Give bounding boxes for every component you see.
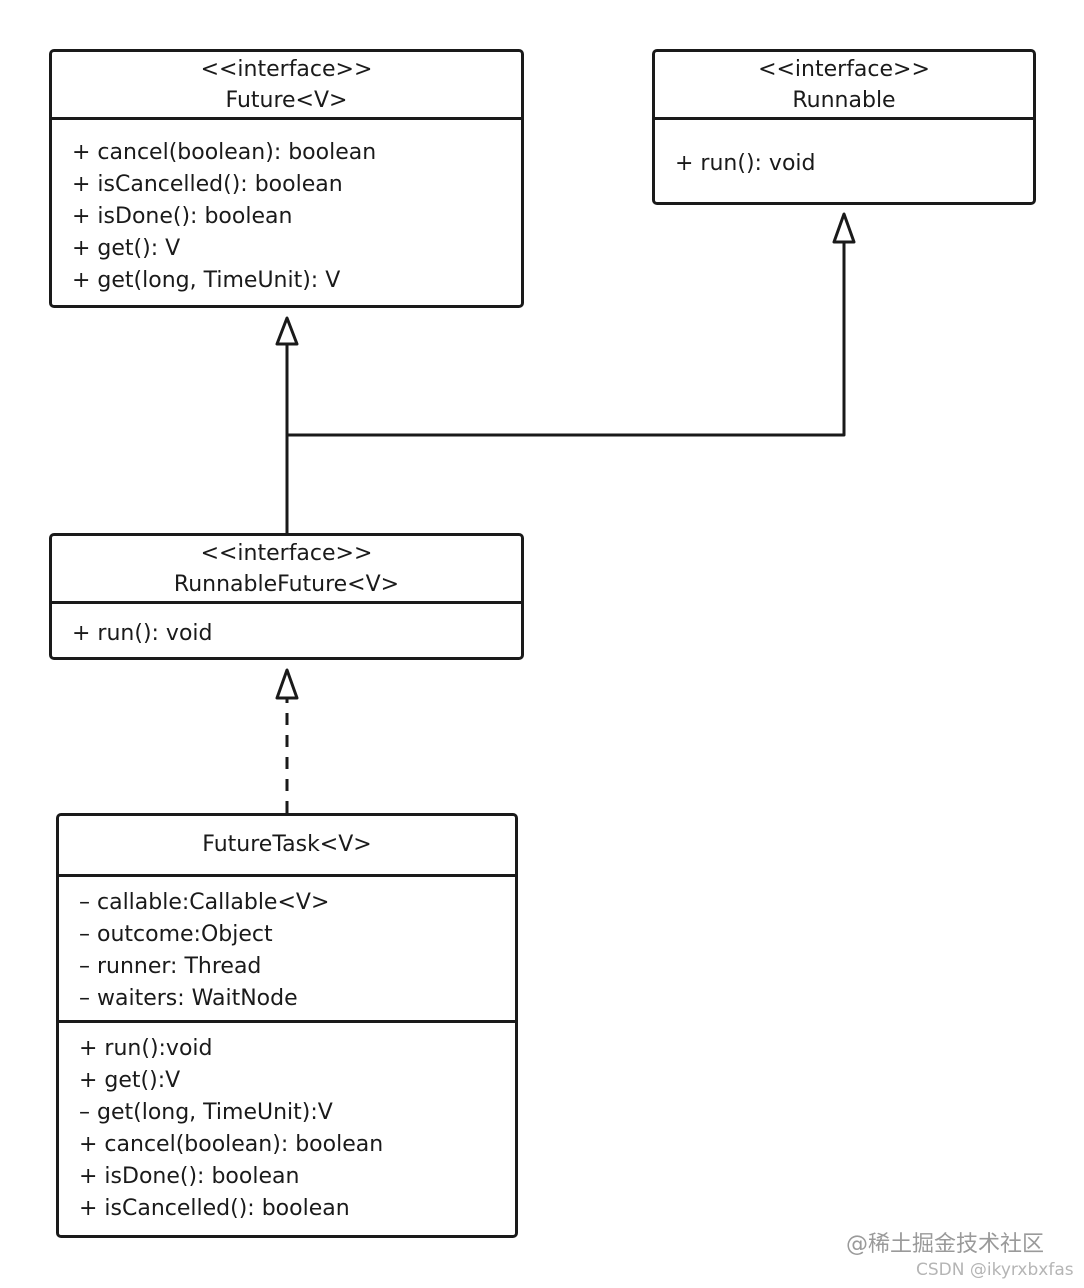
runnable-method: + run(): void — [675, 151, 816, 176]
futuretask-methods: + run():void + get():V – get(long, TimeU… — [59, 1023, 515, 1225]
futuretask-field: – callable:Callable<V> — [79, 890, 330, 915]
runnablefuture-interface-box: <<interface>> RunnableFuture<V> + run():… — [49, 533, 524, 660]
runnablefuture-header: <<interface>> RunnableFuture<V> — [52, 536, 521, 604]
future-method: + isCancelled(): boolean — [72, 172, 343, 197]
futuretask-method: + isDone(): boolean — [79, 1164, 300, 1189]
future-interface-box: <<interface>> Future<V> + cancel(boolean… — [49, 49, 524, 308]
futuretask-class-box: FutureTask<V> – callable:Callable<V> – o… — [56, 813, 518, 1238]
runnablefuture-stereotype: <<interface>> — [200, 541, 373, 566]
future-method: + get(): V — [72, 236, 181, 261]
futuretask-name: FutureTask<V> — [202, 832, 372, 857]
futuretask-field: – outcome:Object — [79, 922, 273, 947]
futuretask-method: + run():void — [79, 1036, 213, 1061]
futuretask-field: – runner: Thread — [79, 954, 262, 979]
futuretask-method: + cancel(boolean): boolean — [79, 1132, 384, 1157]
futuretask-field: – waiters: WaitNode — [79, 986, 298, 1011]
future-stereotype: <<interface>> — [200, 57, 373, 82]
runnablefuture-name: RunnableFuture<V> — [173, 572, 400, 597]
arrowhead-runnable-generalization — [832, 212, 856, 244]
future-name: Future<V> — [225, 88, 348, 113]
arrowhead-future-generalization — [275, 316, 299, 346]
edge-runnablefuture-to-runnable — [287, 242, 846, 437]
runnable-methods: + run(): void — [655, 120, 1033, 180]
runnable-name: Runnable — [792, 88, 896, 113]
runnable-stereotype: <<interface>> — [758, 57, 930, 82]
csdn-watermark: CSDN @ikyrxbxfas — [916, 1260, 1074, 1280]
runnablefuture-methods: + run(): void — [52, 604, 521, 650]
runnable-interface-box: <<interface>> Runnable + run(): void — [652, 49, 1036, 205]
runnablefuture-method: + run(): void — [72, 621, 213, 646]
future-methods: + cancel(boolean): boolean + isCancelled… — [52, 120, 521, 297]
future-header: <<interface>> Future<V> — [52, 52, 521, 120]
future-method: + cancel(boolean): boolean — [72, 140, 377, 165]
future-method: + get(long, TimeUnit): V — [72, 268, 341, 293]
futuretask-method: + get():V — [79, 1068, 181, 1093]
arrowhead-runnablefuture-realization — [275, 668, 299, 700]
futuretask-fields: – callable:Callable<V> – outcome:Object … — [59, 877, 515, 1023]
juejin-watermark: @稀土掘金技术社区 — [846, 1232, 1045, 1257]
futuretask-header: FutureTask<V> — [59, 816, 515, 877]
future-method: + isDone(): boolean — [72, 204, 293, 229]
futuretask-method: – get(long, TimeUnit):V — [79, 1100, 333, 1125]
runnable-header: <<interface>> Runnable — [655, 52, 1033, 120]
futuretask-method: + isCancelled(): boolean — [79, 1196, 350, 1221]
